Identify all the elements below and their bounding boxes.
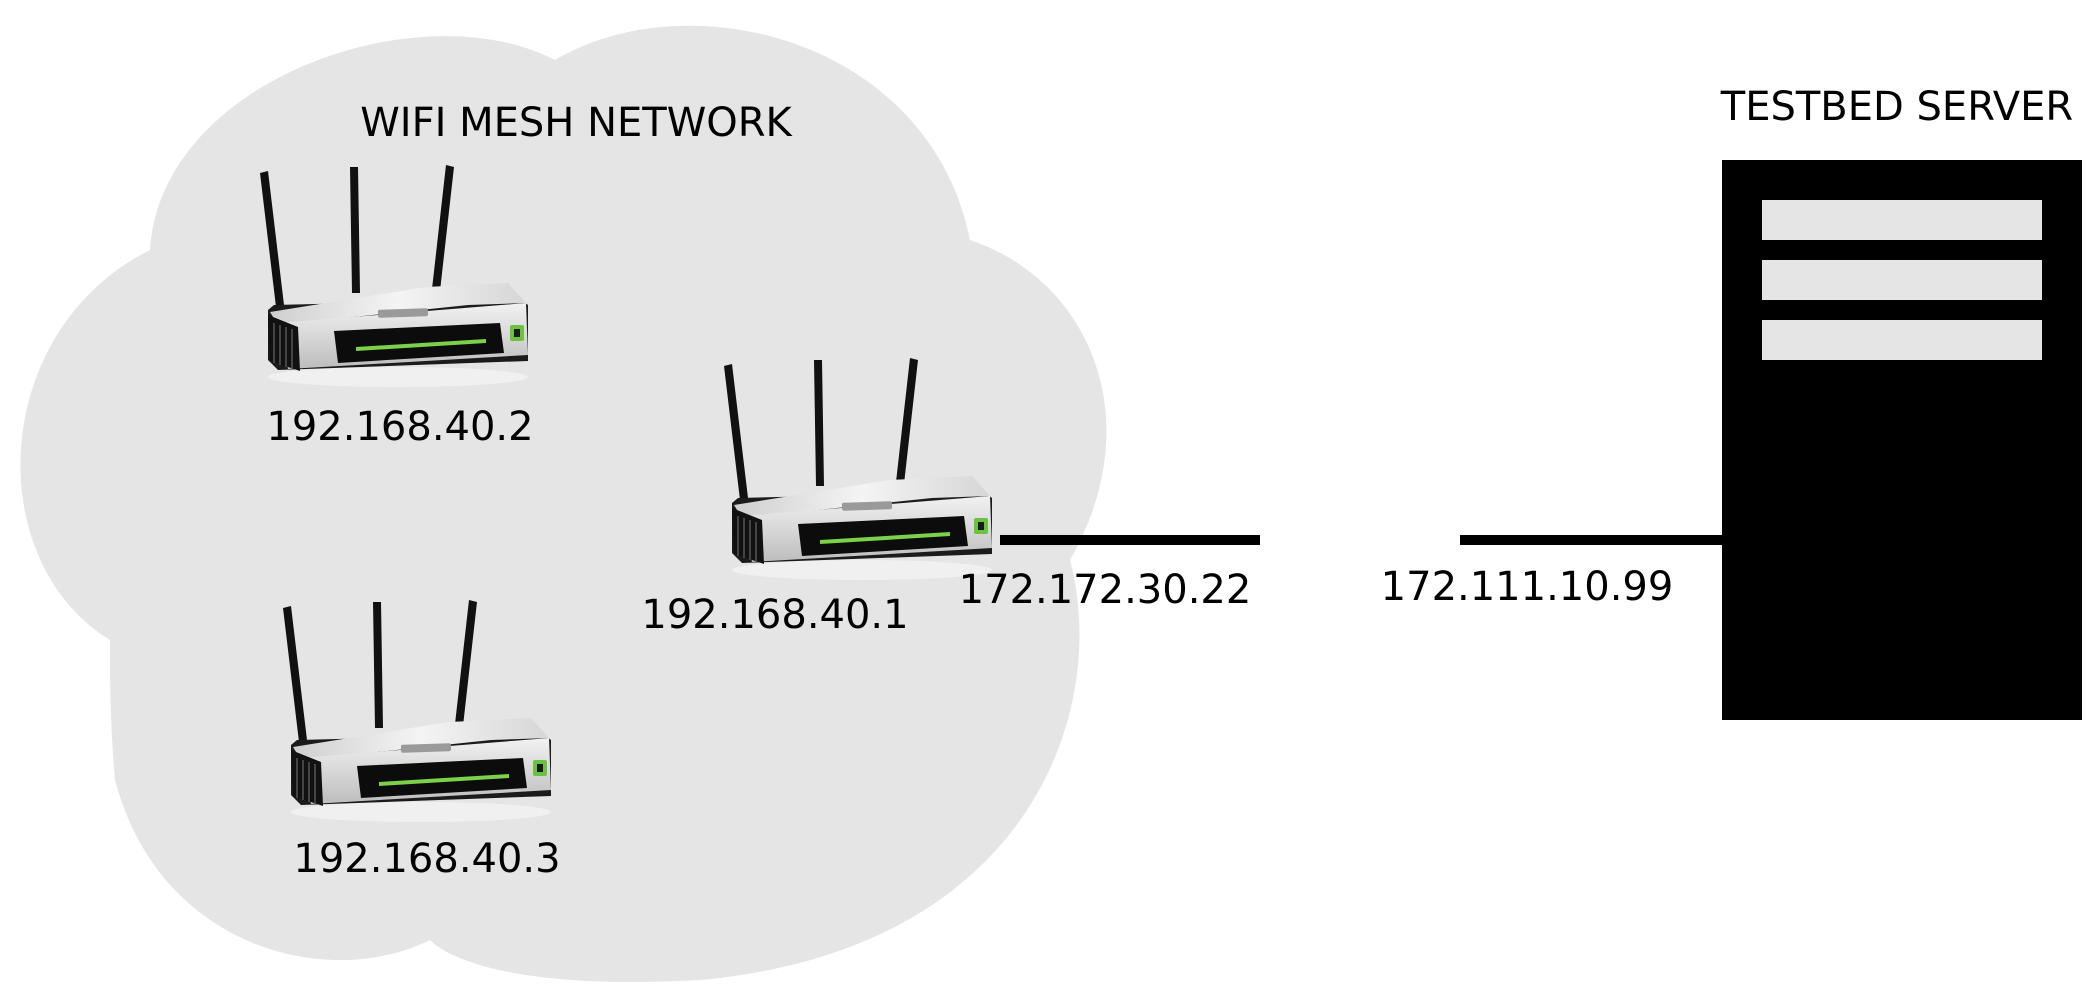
mesh-network-cloud xyxy=(20,25,1107,982)
server-drive-slot xyxy=(1762,200,2042,240)
router-3: 192.168.40.3 xyxy=(282,599,561,882)
router-ip-label: 192.168.40.1 xyxy=(641,592,908,638)
server-icon xyxy=(1722,160,2082,720)
link-right-ip-label: 172.111.10.99 xyxy=(1381,564,1674,610)
router-1: 192.168.40.2 xyxy=(259,164,534,450)
server-title: TESTBED SERVER xyxy=(1720,84,2073,130)
network-link: 172.172.30.22 172.111.10.99 xyxy=(959,535,1722,613)
server-drive-slot xyxy=(1762,320,2042,360)
cloud-shape xyxy=(20,25,1107,982)
link-left-ip-label: 172.172.30.22 xyxy=(959,567,1252,613)
router-2: 192.168.40.1 xyxy=(641,357,993,638)
server-drive-slot xyxy=(1762,260,2042,300)
mesh-network-title: WIFI MESH NETWORK xyxy=(360,100,793,146)
router-ip-label: 192.168.40.3 xyxy=(293,836,560,882)
testbed-server: TESTBED SERVER xyxy=(1720,84,2082,720)
router-ip-label: 192.168.40.2 xyxy=(266,404,533,450)
